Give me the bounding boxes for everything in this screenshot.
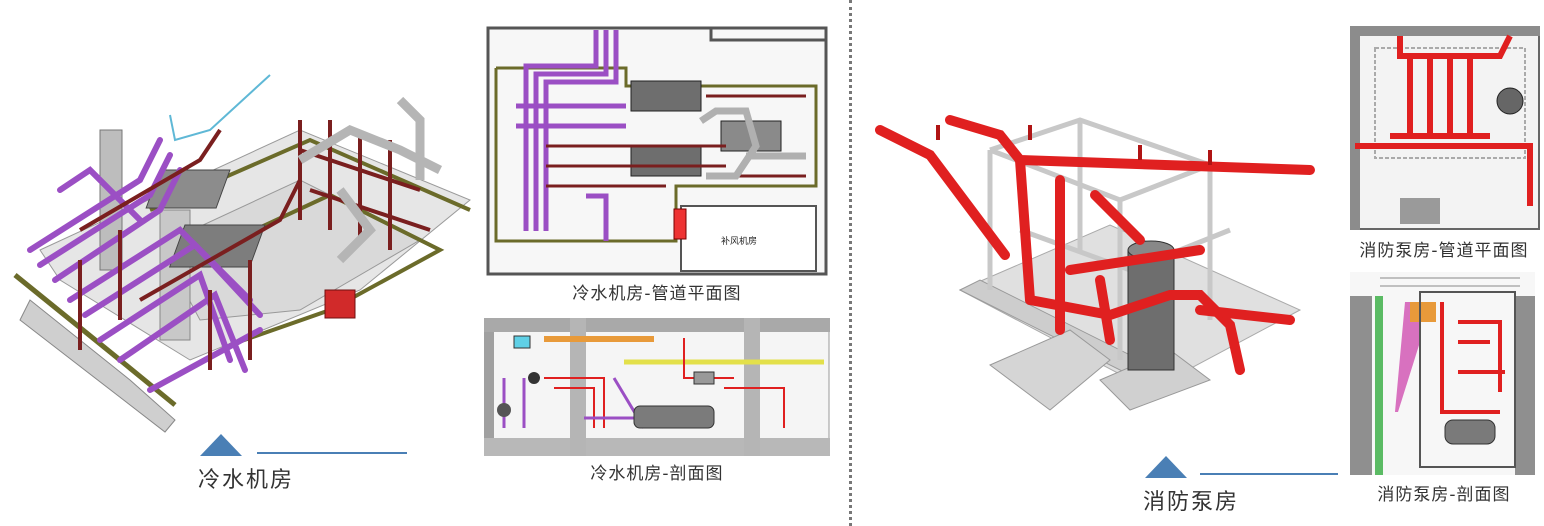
chiller-room-3d-model [13, 74, 471, 433]
chiller-room-plan-drawing: 补风机房 [486, 26, 828, 276]
fire-pump-room-3d-model [875, 115, 1315, 411]
fire-pump-plan-drawing [1350, 26, 1540, 230]
accent-line [257, 452, 407, 454]
section-divider [849, 0, 852, 526]
fire-pump-section-caption: 消防泵房-剖面图 [1377, 485, 1511, 505]
fire-pump-room-label: 消防泵房 [1143, 490, 1240, 515]
chiller-plan-caption: 冷水机房-管道平面图 [572, 284, 742, 304]
chiller-section-caption: 冷水机房-剖面图 [590, 464, 724, 484]
chiller-room-section-drawing [484, 318, 830, 456]
accent-triangle-icon-right [1145, 456, 1187, 478]
accent-triangle-icon [200, 434, 242, 456]
chiller-room-label: 冷水机房 [198, 468, 295, 493]
fire-pump-section-drawing [1350, 272, 1535, 475]
fire-pump-plan-caption: 消防泵房-管道平面图 [1359, 241, 1529, 261]
plan-room-label: 补风机房 [721, 235, 757, 247]
accent-line-right [1200, 473, 1338, 475]
